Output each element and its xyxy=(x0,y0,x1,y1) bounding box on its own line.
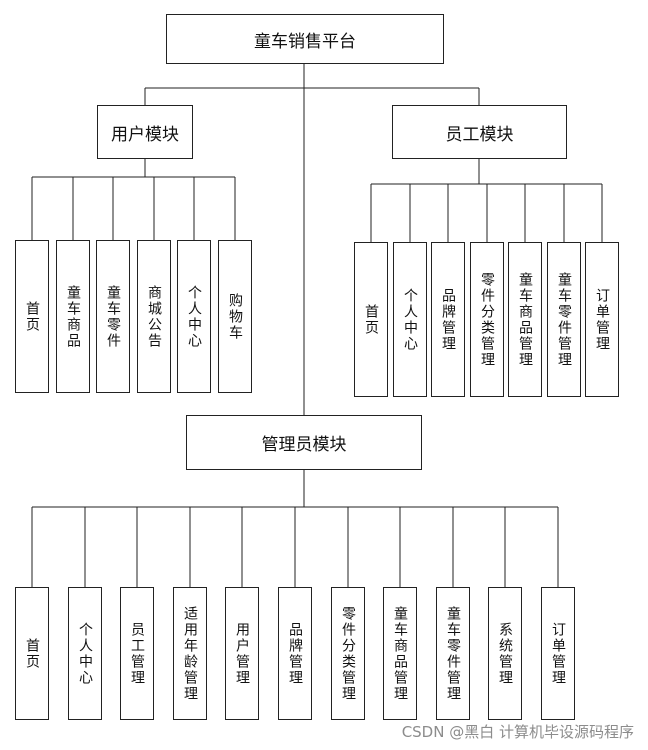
leaf-node-admin: 适用年龄管理 xyxy=(173,587,207,720)
leaf-label: 童车零件管理 xyxy=(445,605,461,702)
leaf-node-staff: 订单管理 xyxy=(585,242,619,397)
leaf-node-admin: 零件分类管理 xyxy=(331,587,365,720)
leaf-node-staff: 童车零件管理 xyxy=(547,242,581,397)
leaf-label: 员工管理 xyxy=(129,621,145,686)
leaf-node-user: 个人中心 xyxy=(177,240,211,393)
leaf-label: 用户管理 xyxy=(234,621,250,686)
leaf-node-staff: 零件分类管理 xyxy=(470,242,504,397)
root-label: 童车销售平台 xyxy=(254,31,356,52)
leaf-label: 订单管理 xyxy=(550,621,566,686)
leaf-label: 系统管理 xyxy=(497,621,513,686)
module-label-admin: 管理员模块 xyxy=(261,435,347,455)
leaf-label: 童车零件 xyxy=(105,284,121,349)
leaf-label: 童车零件管理 xyxy=(556,271,572,368)
leaf-node-admin: 用户管理 xyxy=(225,587,259,720)
leaf-label: 购物车 xyxy=(227,292,243,341)
leaf-node-staff: 品牌管理 xyxy=(431,242,465,397)
leaf-label: 订单管理 xyxy=(594,287,610,352)
leaf-label: 个人中心 xyxy=(402,287,418,352)
leaf-label: 品牌管理 xyxy=(287,621,303,686)
leaf-node-admin: 订单管理 xyxy=(541,587,575,720)
leaf-label: 个人中心 xyxy=(77,621,93,686)
leaf-node-staff: 个人中心 xyxy=(393,242,427,397)
leaf-node-user: 购物车 xyxy=(218,240,252,393)
module-node-admin: 管理员模块 xyxy=(186,415,422,470)
leaf-node-admin: 员工管理 xyxy=(120,587,154,720)
leaf-label: 零件分类管理 xyxy=(479,271,495,368)
root-node: 童车销售平台 xyxy=(166,14,444,64)
leaf-label: 零件分类管理 xyxy=(340,605,356,702)
leaf-label: 品牌管理 xyxy=(440,287,456,352)
leaf-node-user: 首页 xyxy=(15,240,49,393)
leaf-node-staff: 首页 xyxy=(354,242,388,397)
leaf-label: 适用年龄管理 xyxy=(182,605,198,702)
watermark: CSDN @黑白 计算机毕设源码程序 xyxy=(401,723,634,741)
leaf-label: 童车商品 xyxy=(65,284,81,349)
module-node-user: 用户模块 xyxy=(97,105,193,159)
leaf-node-admin: 系统管理 xyxy=(488,587,522,720)
leaf-node-admin: 童车零件管理 xyxy=(436,587,470,720)
leaf-label: 童车商品管理 xyxy=(517,271,533,368)
leaf-node-user: 童车商品 xyxy=(56,240,90,393)
leaf-node-user: 童车零件 xyxy=(96,240,130,393)
leaf-label: 首页 xyxy=(24,637,40,670)
leaf-node-staff: 童车商品管理 xyxy=(508,242,542,397)
leaf-label: 个人中心 xyxy=(186,284,202,349)
module-node-staff: 员工模块 xyxy=(392,105,567,159)
leaf-label: 首页 xyxy=(363,303,379,336)
leaf-node-admin: 品牌管理 xyxy=(278,587,312,720)
leaf-node-user: 商城公告 xyxy=(137,240,171,393)
leaf-node-admin: 个人中心 xyxy=(68,587,102,720)
leaf-node-admin: 童车商品管理 xyxy=(383,587,417,720)
module-label-staff: 员工模块 xyxy=(445,124,514,145)
leaf-label: 首页 xyxy=(24,300,40,333)
leaf-label: 商城公告 xyxy=(146,284,162,349)
leaf-label: 童车商品管理 xyxy=(392,605,408,702)
module-label-user: 用户模块 xyxy=(111,124,179,145)
leaf-node-admin: 首页 xyxy=(15,587,49,720)
